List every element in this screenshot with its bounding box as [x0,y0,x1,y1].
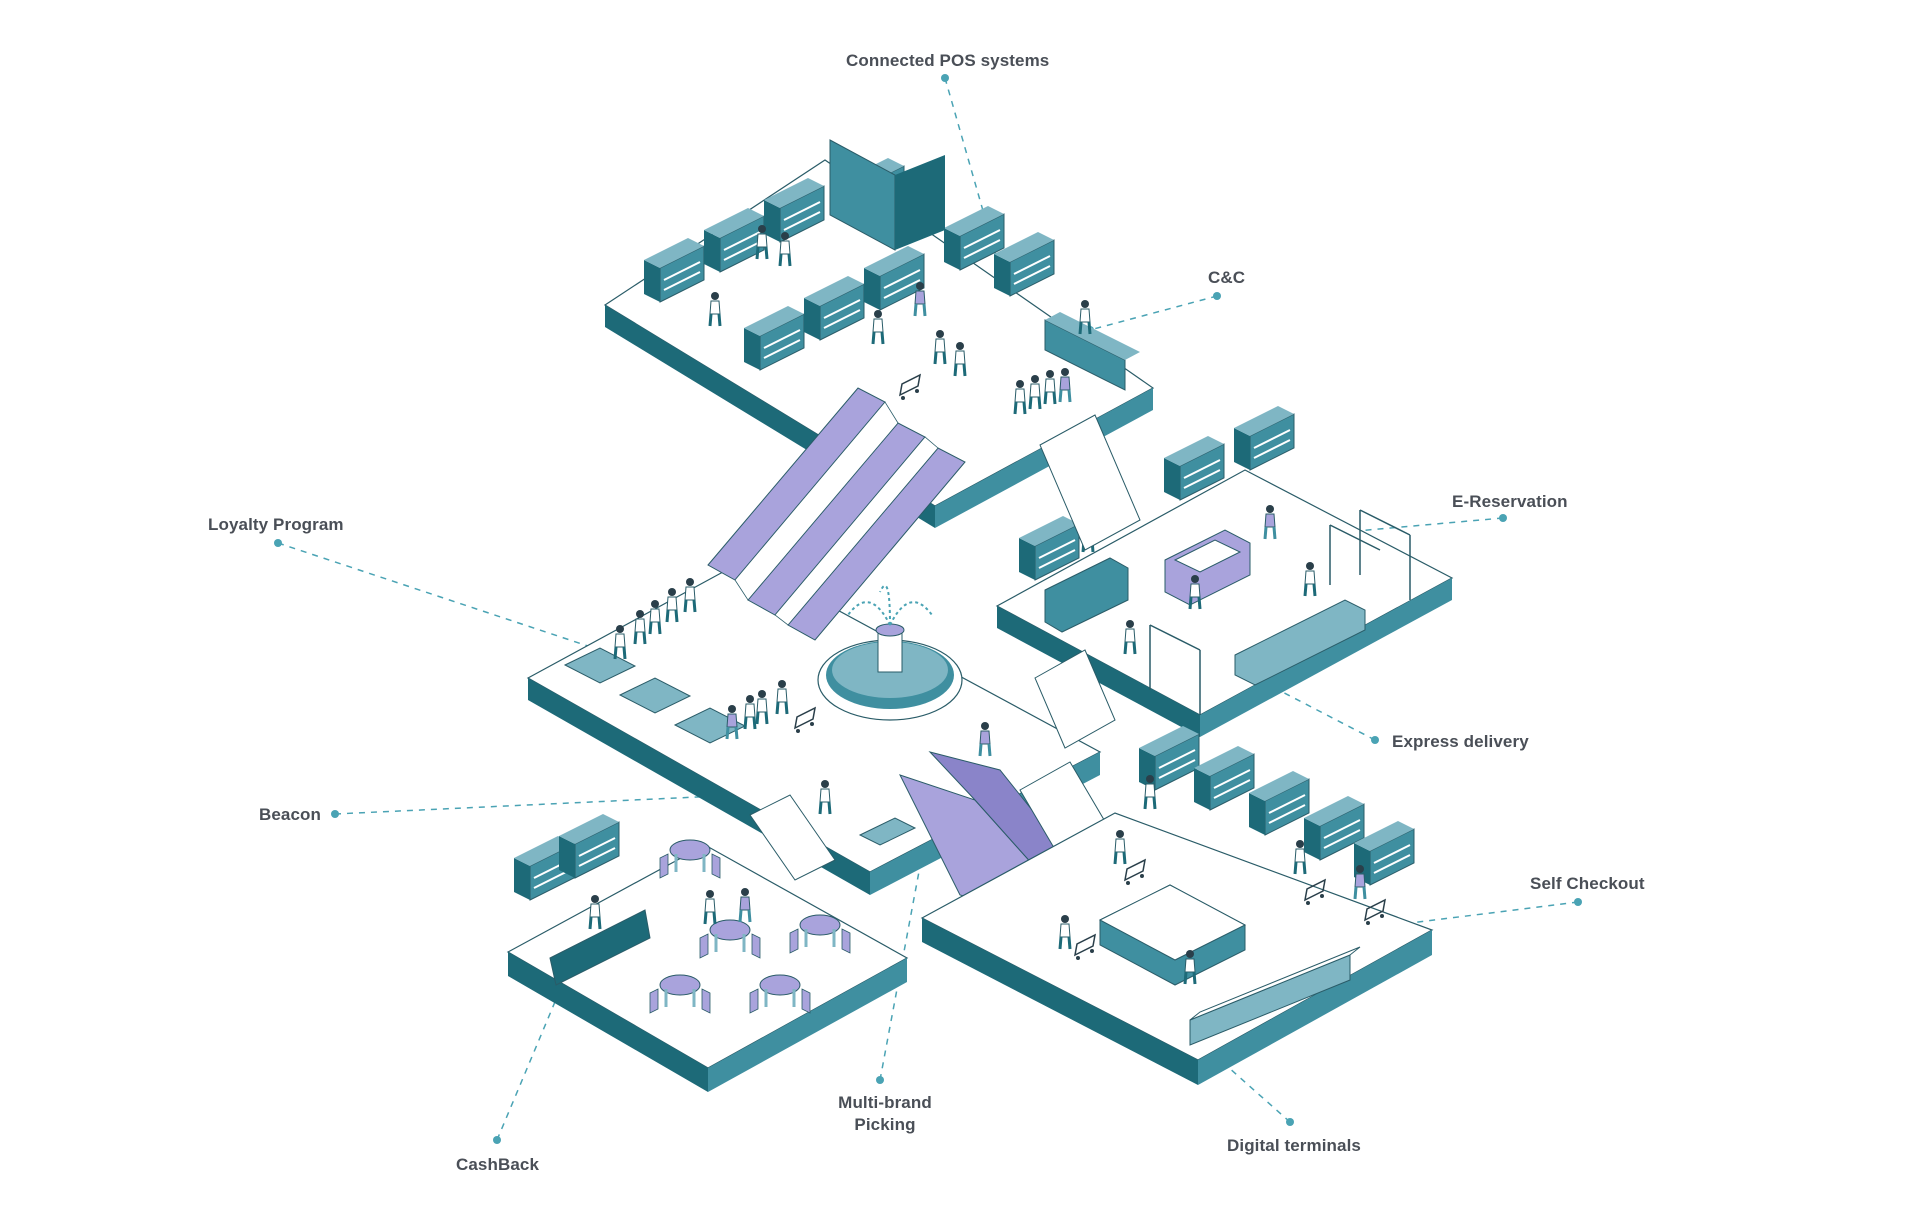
fountain [817,584,963,721]
platform-right-upper [995,469,1454,737]
label-express-delivery: Express delivery [1392,732,1529,751]
label-digital-terminals: Digital terminals [1227,1136,1361,1155]
label-multi-brand-line2: Picking [854,1115,916,1134]
platform-bottom-left [506,844,909,1092]
stairs [749,414,1141,881]
label-multi-brand-picking: Multi-brand Picking [838,1092,932,1136]
label-beacon: Beacon [259,805,322,824]
right-upper-fixtures [1018,405,1411,715]
grocery-fixtures [1058,725,1415,1046]
label-e-reservation: E-Reservation [1452,492,1568,511]
label-cc: C&C [1208,268,1246,287]
top-shelves [643,139,1140,391]
label-self-checkout: Self Checkout [1530,874,1645,893]
label-loyalty-program: Loyalty Program [208,515,344,534]
label-multi-brand-line1: Multi-brand [838,1093,932,1112]
label-connected-pos: Connected POS systems [846,51,1050,70]
cafe-fixtures [513,813,852,1015]
label-cashback: CashBack [456,1155,540,1174]
